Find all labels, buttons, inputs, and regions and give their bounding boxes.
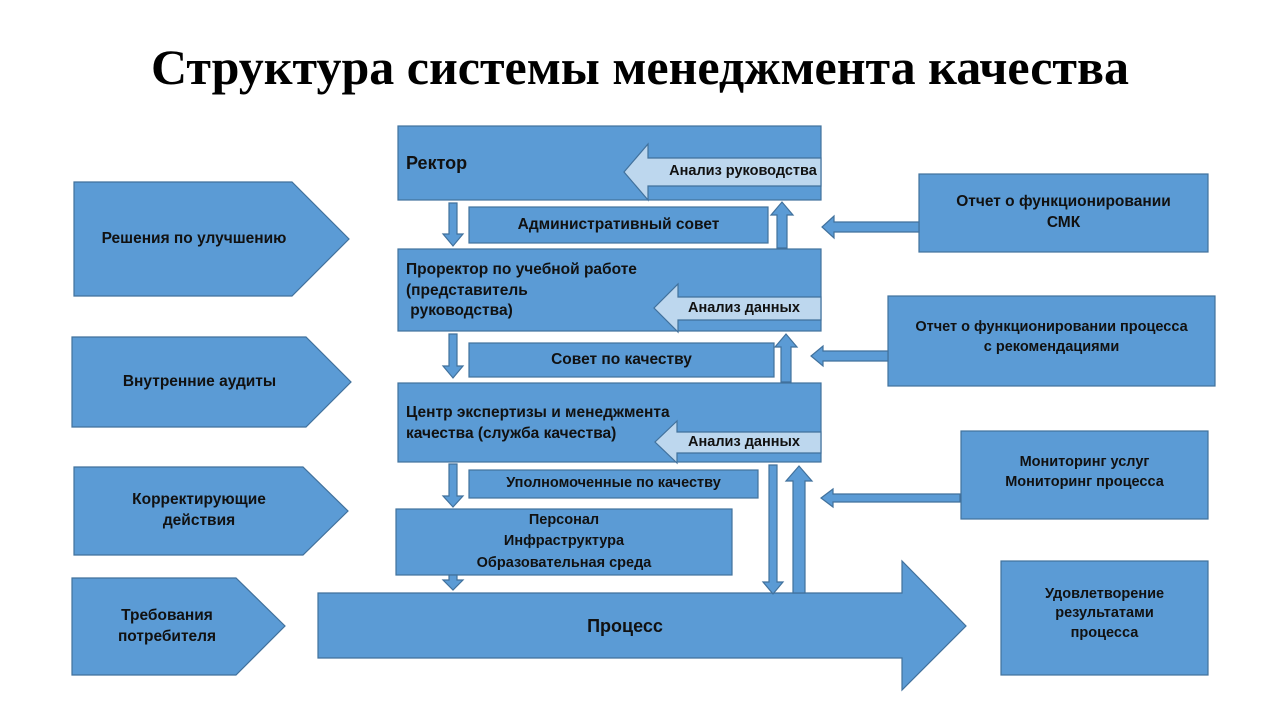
corrective-line-2: действия <box>162 512 236 529</box>
qms-report-label: Отчет о функционировании СМК <box>919 174 1208 252</box>
up-arrow-2 <box>773 333 799 383</box>
center-label: Центр экспертизы и менеджмента качества … <box>406 396 746 452</box>
monitoring-box <box>960 430 1209 520</box>
internal-audit-label: Внутренние аудиты <box>122 372 277 390</box>
down-arrow-1 <box>441 202 465 247</box>
down-arrow-5 <box>761 464 785 595</box>
qms-report-box <box>918 173 1209 253</box>
left-arrow-2 <box>810 344 889 368</box>
resources-label: Персонал Инфраструктура Образовательная … <box>396 509 732 575</box>
resources-line-2: Инфраструктура <box>503 533 625 550</box>
admin-council-label: Административный совет <box>517 215 720 233</box>
authorized-box <box>468 469 759 499</box>
prorector-line-3: руководства) <box>406 302 513 320</box>
mgmt-review-label: Анализ руководства <box>669 163 817 180</box>
up-arrow-1 <box>769 201 795 249</box>
center-line-2: качества (служба качества) <box>406 425 617 442</box>
prorector-label: Проректор по учебной работе (представите… <box>406 255 706 327</box>
prorector-line-1: Проректор по учебной работе <box>406 260 637 278</box>
requirements-label: Требования потребителя <box>72 578 262 675</box>
satisfaction-line-3: процесса <box>1070 624 1139 641</box>
satisfaction-line-1: Удовлетворение <box>1044 585 1165 602</box>
down-arrow-2 <box>441 333 465 379</box>
requirements-pentagon <box>71 577 286 676</box>
requirements-line-2: потребителя <box>117 627 217 645</box>
qms-report-line-2: СМК <box>1046 214 1081 231</box>
data-analysis-label-1: Анализ данных <box>688 299 800 316</box>
up-arrow-3 <box>784 465 814 594</box>
quality-council-box <box>468 342 775 378</box>
process-report-label: Отчет о функционировании процесса с реко… <box>888 296 1215 386</box>
left-arrow-1 <box>821 214 920 240</box>
qms-report-line-1: Отчет о функционировании <box>956 193 1171 211</box>
quality-council-label: Совет по качеству <box>551 350 692 368</box>
monitoring-line-2: Мониторинг процесса <box>1005 474 1164 490</box>
process-report-line-2: с рекомендациями <box>983 339 1120 355</box>
corrective-label: Корректирующие действия <box>74 467 324 555</box>
internal-audit-pentagon <box>71 336 352 428</box>
left-arrow-3 <box>820 487 961 509</box>
down-arrow-4 <box>441 574 465 591</box>
down-arrow-3 <box>441 463 465 508</box>
authorized-label: Уполномоченные по качеству <box>506 475 721 492</box>
satisfaction-label: Удовлетворение результатами процесса <box>1001 561 1208 675</box>
page-title: Структура системы менеджмента качества <box>150 39 1129 95</box>
rector-label: Ректор <box>406 152 468 173</box>
center-line-1: Центр экспертизы и менеджмента <box>406 404 670 422</box>
requirements-line-1: Требования <box>121 606 213 624</box>
resources-box <box>395 508 733 576</box>
corrective-line-1: Корректирующие <box>132 491 266 509</box>
data-analysis-arrow-2 <box>654 419 822 465</box>
admin-council-box <box>468 206 769 244</box>
process-report-line-1: Отчет о функционировании процесса <box>915 319 1188 336</box>
mgmt-review-arrow <box>623 142 822 202</box>
resources-line-1: Персонал <box>528 512 600 529</box>
resources-line-3: Образовательная среда <box>476 554 652 571</box>
data-analysis-label-2: Анализ данных <box>688 433 800 450</box>
satisfaction-box <box>1000 560 1209 676</box>
satisfaction-line-2: результатами <box>1055 605 1154 622</box>
improvement-pentagon <box>73 181 350 297</box>
process-report-box <box>887 295 1216 387</box>
monitoring-label: Мониторинг услуг Мониторинг процесса <box>961 431 1208 519</box>
monitoring-line-1: Мониторинг услуг <box>1019 454 1150 471</box>
corrective-pentagon <box>73 466 349 556</box>
process-label: Процесс <box>587 615 663 636</box>
prorector-line-2: (представитель <box>406 281 528 299</box>
data-analysis-arrow-1 <box>653 282 822 334</box>
improvement-label: Решения по улучшению <box>101 229 287 247</box>
